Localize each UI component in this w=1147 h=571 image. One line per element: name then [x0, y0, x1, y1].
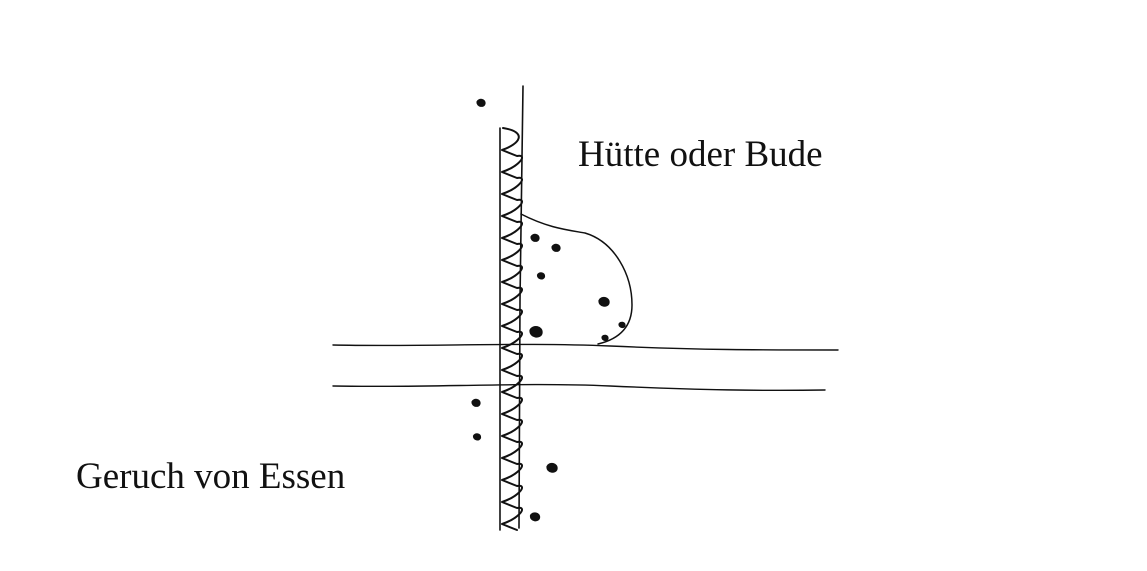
- smell-ink-mark: [476, 98, 486, 107]
- smell-ink-mark: [472, 433, 482, 441]
- hut-label: Hütte oder Bude: [578, 134, 823, 175]
- smell-ink-mark: [529, 512, 541, 522]
- hut-ink-mark: [529, 326, 543, 338]
- hut-outline: [520, 213, 633, 345]
- road-edge-top: [332, 343, 839, 351]
- hut-ink-mark: [618, 321, 626, 329]
- road-edge-bottom: [332, 383, 826, 392]
- hut-ink-mark: [598, 296, 610, 307]
- fence: [499, 85, 524, 531]
- hut-ink-mark: [601, 334, 609, 342]
- smell-ink-mark: [546, 462, 558, 473]
- fence-post-right: [518, 85, 524, 529]
- fence-zigzag: [501, 127, 523, 531]
- smell-label: Geruch von Essen: [76, 456, 346, 497]
- hut-marks: [529, 233, 626, 342]
- smell-ink-mark: [471, 398, 481, 407]
- hut: [520, 213, 633, 345]
- road: [332, 343, 839, 392]
- smell-marks: [471, 98, 558, 522]
- hut-ink-mark: [530, 233, 540, 242]
- hut-ink-mark: [551, 243, 561, 252]
- hut-ink-mark: [536, 272, 546, 280]
